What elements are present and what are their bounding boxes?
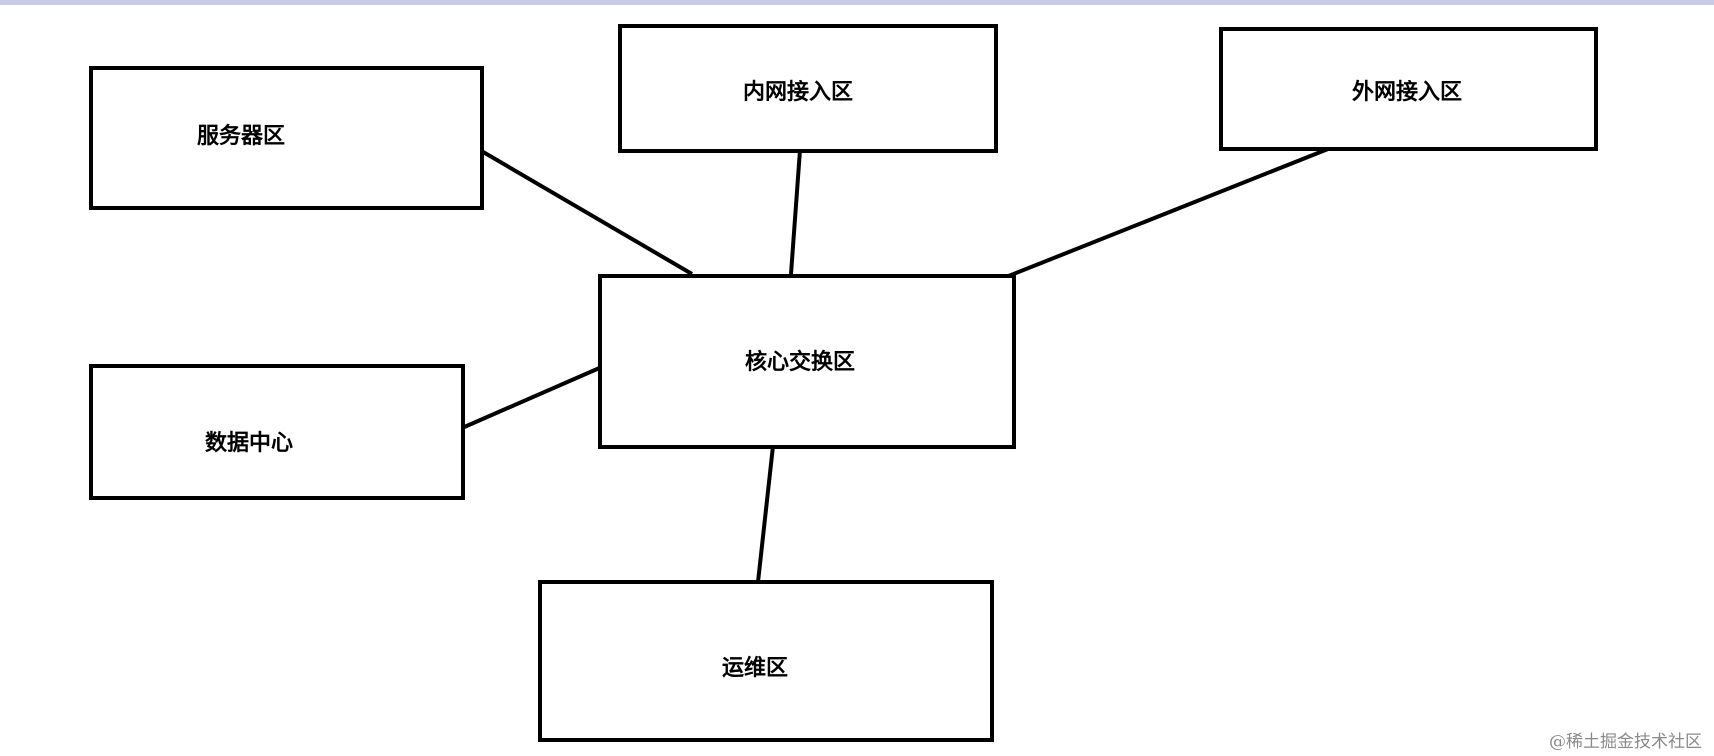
node-label: 内网接入区 <box>742 80 854 105</box>
edge-datacenter-core <box>461 364 605 430</box>
node-data-center: 数据中心 <box>89 364 465 500</box>
node-label: 运维区 <box>721 656 789 681</box>
node-core-switch-zone: 核心交换区 <box>598 274 1016 449</box>
edge-extranet-core <box>1005 147 1329 279</box>
watermark: @稀土掘金技术社区 <box>1549 732 1702 752</box>
node-extranet-access-zone: 外网接入区 <box>1219 27 1598 151</box>
node-label: 外网接入区 <box>1351 80 1463 105</box>
node-label: 核心交换区 <box>744 350 856 375</box>
node-server-zone: 服务器区 <box>89 66 484 210</box>
edge-intranet-core <box>789 149 802 275</box>
node-intranet-access-zone: 内网接入区 <box>618 24 998 153</box>
edge-server-core <box>476 147 694 276</box>
edge-core-ops <box>756 445 775 583</box>
node-label: 服务器区 <box>196 124 286 149</box>
node-label: 数据中心 <box>204 431 294 456</box>
node-ops-zone: 运维区 <box>538 580 994 742</box>
top-strip <box>0 0 1714 5</box>
